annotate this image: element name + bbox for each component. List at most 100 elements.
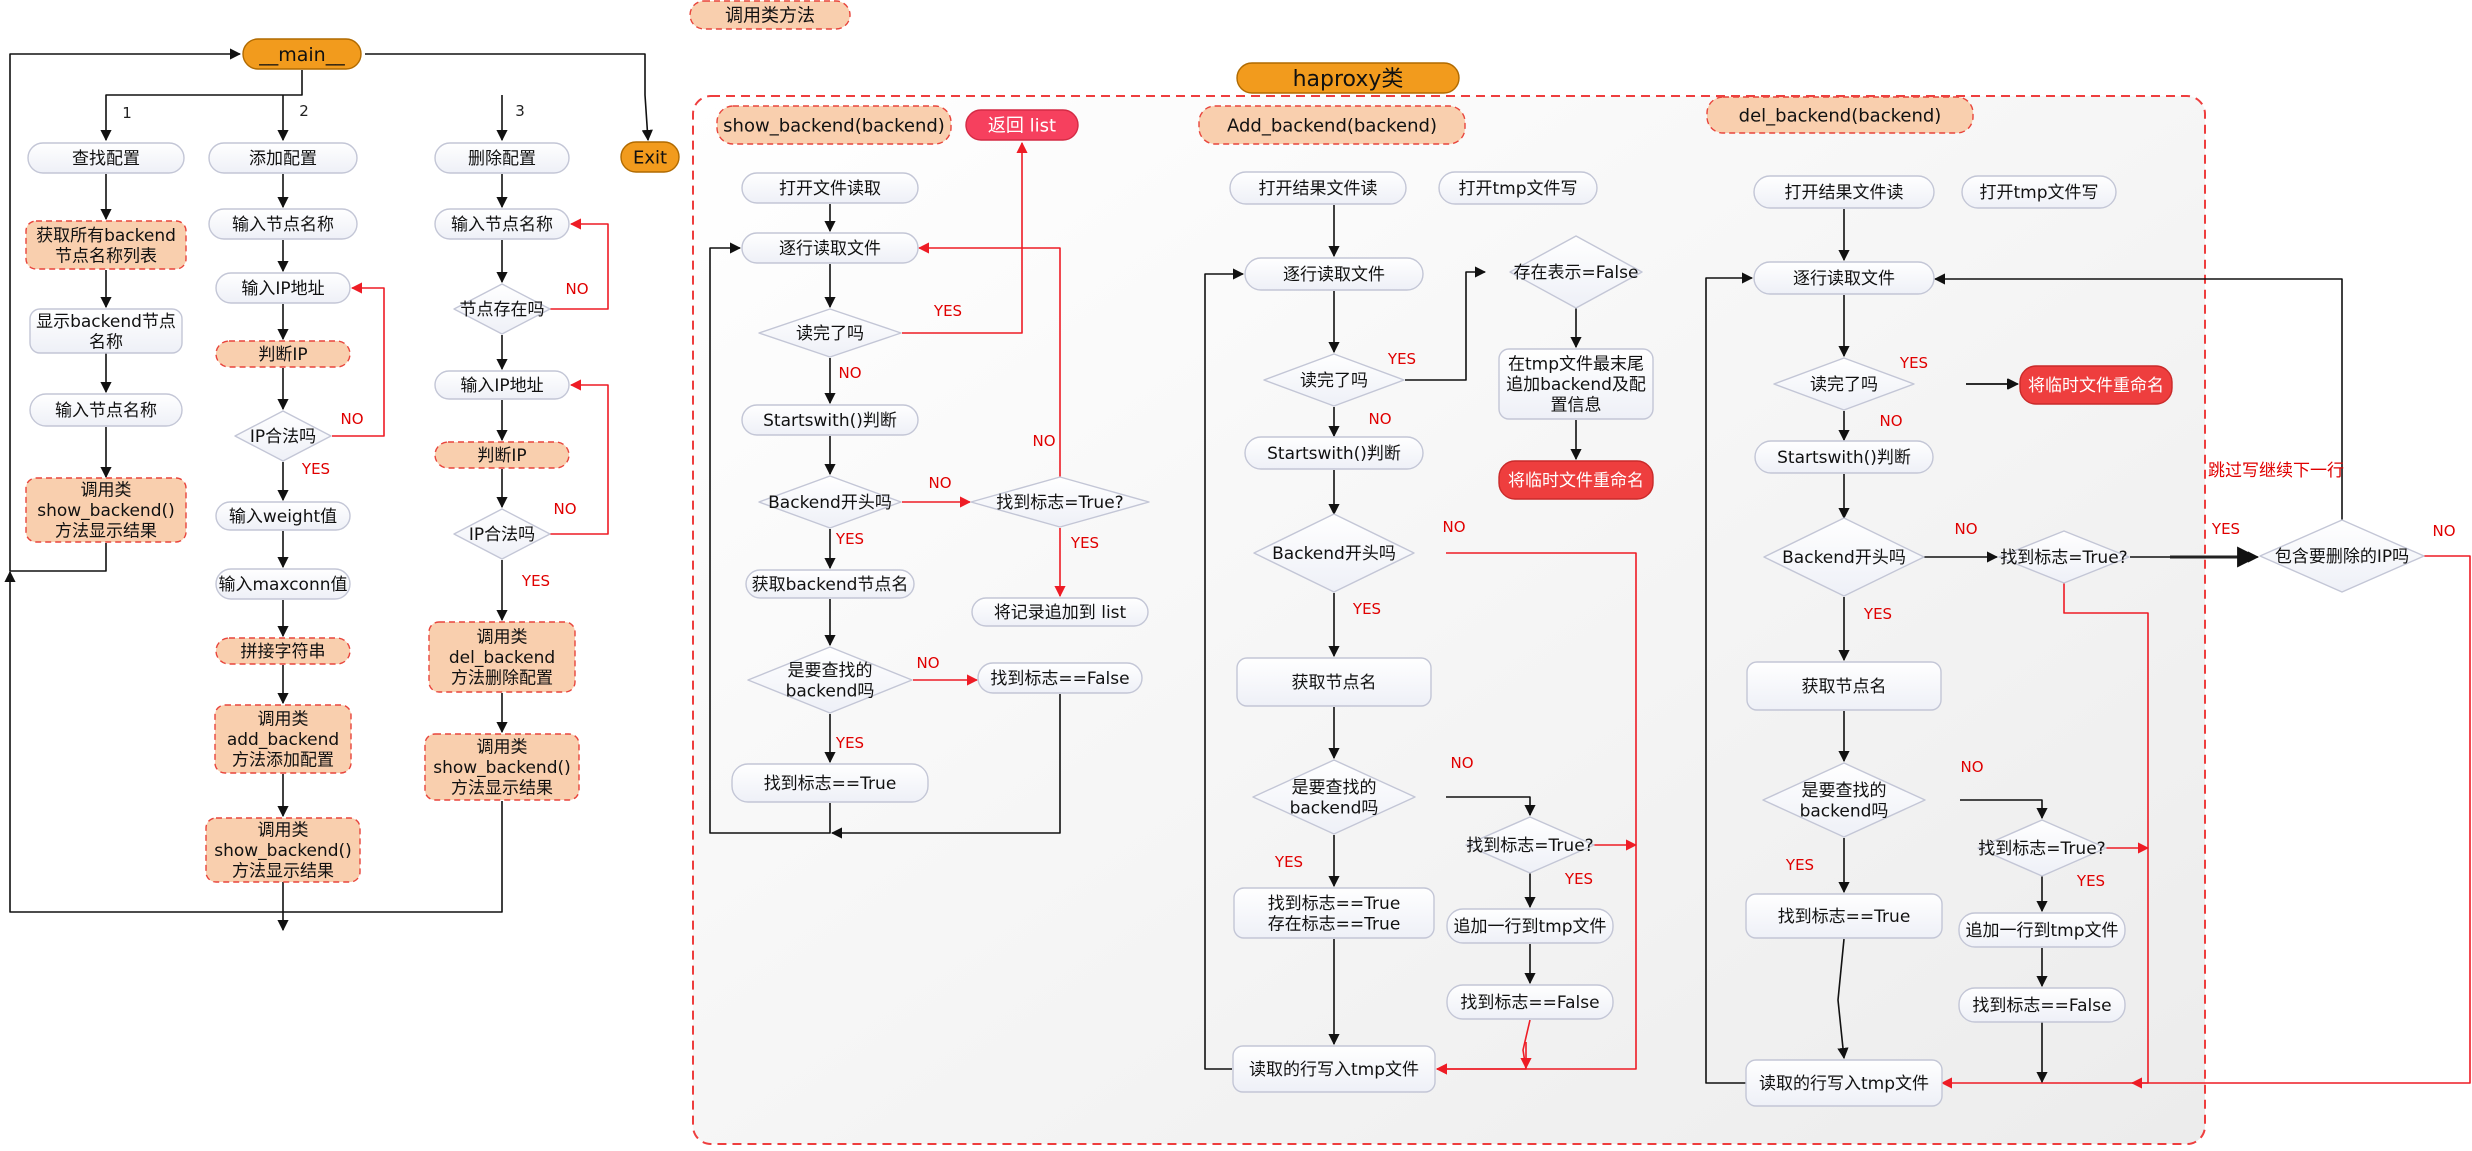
m2-concat: 拼接字符串: [215, 637, 351, 665]
show-startswith-label: Startswith()判断: [763, 411, 897, 431]
add-startswith: Startswith()判断: [1244, 436, 1424, 470]
e-d-fno: [1940, 583, 2149, 1089]
add-backend-start-label: Backend开头吗: [1272, 544, 1396, 564]
del-startswith: Startswith()判断: [1754, 440, 1934, 474]
show-return-label: 返回 list: [988, 115, 1056, 136]
show-return: 返回 list: [965, 109, 1079, 141]
add-flag-check: 找到标志=True?: [1465, 816, 1595, 874]
del-write-tmp: 读取的行写入tmp文件: [1745, 1059, 1943, 1107]
e-d-tno: [1960, 799, 2048, 820]
haproxy-title: haproxy类: [1236, 62, 1460, 94]
m2-check-ip: 判断IP: [215, 340, 351, 368]
m3-ip-valid-label: IP合法吗: [469, 525, 535, 545]
lbl-a-no3: NO: [1450, 754, 1473, 772]
show-readline: 逐行读取文件: [741, 232, 919, 264]
show-get-name: 获取backend节点名: [745, 569, 915, 599]
e-d-cyes: [1933, 273, 2343, 520]
branch-label-3: 3: [515, 102, 525, 120]
del-get-name-label: 获取节点名: [1802, 677, 1887, 697]
m2-input-ip-label: 输入IP地址: [241, 279, 324, 299]
add-open-tmp-label: 打开tmp文件写: [1458, 179, 1577, 199]
lbl-c2-yes: YES: [301, 460, 330, 478]
e-c3-ipno: [550, 379, 609, 535]
lbl-s-no1: NO: [838, 364, 861, 382]
show-title: show_backend(backend): [716, 105, 952, 145]
del-flag-check-a: 找到标志=True?: [1998, 530, 2130, 584]
del-backend-start-label: Backend开头吗: [1782, 548, 1906, 568]
branch-label-2: 2: [299, 102, 309, 120]
m1-lookup-label: 查找配置: [72, 149, 140, 169]
add-exists-false: 存在表示=False: [1509, 235, 1643, 309]
add-backend-start: Backend开头吗: [1253, 513, 1415, 593]
lbl-d-no1: NO: [1879, 412, 1902, 430]
add-title: Add_backend(backend): [1198, 105, 1466, 145]
m2-ip-valid-label: IP合法吗: [250, 427, 316, 447]
lbl-a-no1: NO: [1368, 410, 1391, 428]
e-c3-existno: [550, 218, 609, 310]
m2-input-name: 输入节点名称: [208, 208, 358, 240]
lbl-s-yes3: YES: [835, 734, 864, 752]
m3-input-ip: 输入IP地址: [434, 370, 570, 400]
m2-input-maxconn-label: 输入maxconn值: [218, 575, 347, 595]
del-title: del_backend(backend): [1706, 96, 1974, 134]
add-rename-label: 将临时文件重命名: [1508, 471, 1644, 491]
e-s-false-back: [830, 694, 1061, 839]
main-node-label: __main__: [258, 44, 345, 66]
lbl-d-yes4: YES: [2076, 872, 2105, 890]
main-node: __main__: [242, 38, 362, 70]
show-flag-false-label: 找到标志==False: [990, 669, 1129, 689]
lbl-d-skip: 跳过写继续下一行: [2208, 461, 2344, 481]
show-done-label: 读完了吗: [796, 324, 864, 344]
show-flag-true-label: 找到标志==True: [764, 774, 897, 794]
m2-concat-label: 拼接字符串: [241, 642, 326, 662]
del-readline: 逐行读取文件: [1753, 261, 1935, 295]
add-exists-false-label: 存在表示=False: [1514, 263, 1639, 283]
add-get-name-label: 获取节点名: [1292, 673, 1377, 693]
add-open-read-label: 打开结果文件读: [1259, 179, 1378, 199]
lbl-c3-no1: NO: [565, 280, 588, 298]
e-d-8: [1837, 938, 1849, 1060]
m3-delete-label: 删除配置: [468, 149, 536, 169]
e-s-yes: [902, 141, 1028, 334]
show-title-label: show_backend(backend): [723, 115, 945, 136]
del-rename: 将临时文件重命名: [2019, 365, 2173, 405]
add-readline: 逐行读取文件: [1244, 257, 1424, 291]
m3-node-exists-label: 节点存在吗: [460, 300, 545, 320]
exit-node-label: Exit: [633, 147, 667, 168]
m3-input-name: 输入节点名称: [434, 208, 570, 240]
branch-label-1: 1: [122, 104, 132, 122]
m3-ip-valid: IP合法吗: [453, 508, 551, 560]
m1-input-name: 输入节点名称: [29, 393, 183, 427]
m1-input-name-label: 输入节点名称: [55, 401, 157, 421]
del-open-read: 打开结果文件读: [1753, 175, 1935, 209]
del-contains-ip-label: 包含要删除的IP吗: [2275, 547, 2409, 567]
del-done: 读完了吗: [1773, 357, 1915, 411]
del-flag-false: 找到标志==False: [1958, 987, 2126, 1023]
del-startswith-label: Startswith()判断: [1777, 448, 1911, 468]
lbl-a-yes2: YES: [1352, 600, 1381, 618]
m3-node-exists: 节点存在吗: [453, 283, 551, 335]
m3-check-ip: 判断IP: [434, 441, 570, 469]
show-open: 打开文件读取: [741, 172, 919, 204]
show-flag-true: 找到标志==True: [731, 763, 929, 803]
m3-check-ip-label: 判断IP: [477, 446, 526, 466]
del-open-tmp-label: 打开tmp文件写: [1979, 183, 2098, 203]
add-startswith-label: Startswith()判断: [1267, 444, 1401, 464]
lbl-s-no2: NO: [928, 474, 951, 492]
haproxy-panel: [692, 95, 2206, 1145]
add-title-label: Add_backend(backend): [1227, 115, 1437, 136]
legend-call-method: 调用类方法: [689, 0, 851, 30]
add-open-read: 打开结果文件读: [1229, 171, 1407, 205]
